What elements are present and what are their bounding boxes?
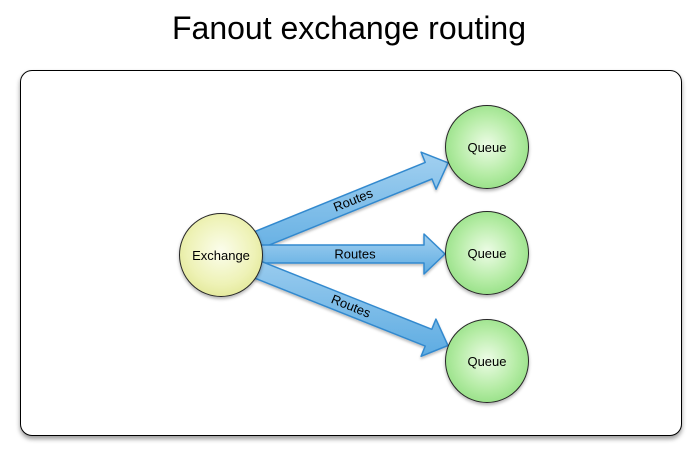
node-exchange: Exchange: [179, 213, 263, 297]
node-queue-1: Queue: [445, 105, 529, 189]
node-queue-2: Queue: [445, 211, 529, 295]
edge-label-routes-middle: Routes: [334, 246, 376, 262]
node-queue-3-label: Queue: [467, 353, 507, 369]
node-queue-3: Queue: [445, 319, 529, 403]
node-queue-2-label: Queue: [467, 245, 507, 261]
node-queue-1-label: Queue: [467, 139, 507, 155]
diagram-title: Fanout exchange routing: [171, 10, 527, 46]
node-exchange-label: Exchange: [192, 247, 250, 263]
